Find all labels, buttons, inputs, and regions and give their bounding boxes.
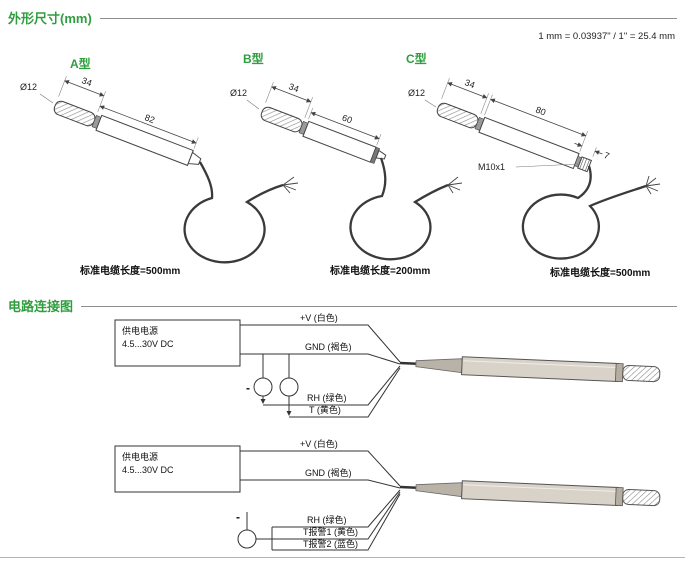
probe-c-body-group: 34 80 7	[436, 77, 611, 173]
probe-b-frayed-wires	[447, 176, 463, 194]
probe-c-cap-dim: 34	[463, 77, 476, 90]
probe-c-tip-dim: 7	[603, 150, 611, 161]
probe-a-cap-dim: 34	[80, 75, 93, 88]
wire-vplus-1	[240, 324, 401, 363]
wire-vplus-1-label: +V (白色)	[300, 312, 338, 323]
probe-c-frayed-wires	[645, 175, 661, 195]
header-rule	[81, 306, 677, 307]
probe-type-b-label: B型	[243, 51, 264, 66]
probe-a-drawing: Ø12 34 82 标准电缆长度=50	[20, 75, 299, 277]
circuit-section-title: 电路连接图	[8, 299, 74, 314]
probe-type-c-label: C型	[406, 51, 427, 66]
power-supply-1-voltage: 4.5...30V DC	[122, 339, 174, 349]
probe-b-body-group: 34 60	[260, 81, 387, 164]
wire-t-alarm2	[272, 493, 401, 551]
probe-c-tube	[478, 116, 580, 170]
probe-a-cable	[183, 161, 284, 264]
probe-b-cap-dim: 34	[287, 81, 300, 94]
minus-terminal-2: -	[236, 510, 240, 524]
unit-conversion-note: 1 mm = 0.03937" / 1" = 25.4 mm	[538, 31, 675, 42]
probe-a-cable-note: 标准电缆长度=500mm	[79, 264, 180, 277]
probe-c-drawing: Ø12 34 80 7	[408, 77, 661, 279]
probe-type-a-label: A型	[70, 56, 91, 71]
wire-t-1-label: T (黄色)	[309, 404, 341, 415]
probe-1-sensor-cap	[622, 364, 661, 383]
probe-b-sensor-cap	[260, 106, 303, 133]
wire-vplus-2	[240, 450, 401, 487]
wire-gnd-1-label: GND (褐色)	[305, 341, 352, 352]
probe-c-body-dim: 80	[534, 105, 547, 118]
probe-2-tube	[461, 480, 619, 507]
dimensions-section-title: 外形尺寸(mm)	[8, 11, 92, 26]
probe-b-body-dim: 60	[341, 113, 354, 126]
probe-a-diameter-leader	[39, 93, 54, 104]
page-bottom-rule	[0, 557, 685, 558]
meter-t	[279, 377, 299, 397]
probe-c-cable-note: 标准电缆长度=500mm	[549, 266, 650, 279]
probe-a-sensor-cap	[53, 100, 96, 127]
wire-rh-1-label: RH (绿色)	[307, 392, 347, 403]
wire-t-alarm2-label: T报警2 (蓝色)	[303, 538, 358, 549]
wire-rh-1	[263, 365, 401, 406]
power-supply-1-name: 供电电源	[122, 325, 158, 336]
wire-gnd-2-label: GND (褐色)	[305, 467, 352, 478]
wire-gnd-2	[240, 479, 401, 489]
probe-a-diameter-label: Ø12	[20, 82, 37, 92]
probe-c-cable	[521, 165, 647, 260]
probe-a-body-group: 34 82	[53, 75, 202, 167]
circuit-section-header: 电路连接图	[8, 296, 677, 315]
wire-rh-2	[272, 489, 401, 528]
probe-b-diameter-label: Ø12	[230, 88, 247, 98]
meter-rh	[253, 377, 273, 397]
circuit-diagram-2: 供电电源 4.5...30V DC +V (白色) GND (褐色) - RH …	[114, 438, 661, 551]
probe-c-diameter-leader	[424, 99, 437, 108]
minus-terminal-1: -	[246, 381, 250, 395]
probe-2-sensor-cap	[622, 488, 661, 507]
dimension-drawings: A型 B型 C型 Ø12 34 82	[20, 51, 661, 279]
probe-c-thread-label: M10x1	[478, 162, 505, 172]
wire-t-alarm1	[272, 491, 401, 540]
power-supply-2-name: 供电电源	[122, 451, 158, 462]
probe-c-diameter-label: Ø12	[408, 88, 425, 98]
probe-1-tube	[461, 356, 619, 383]
power-supply-box-2	[114, 445, 241, 493]
wire-rh-2-label: RH (绿色)	[307, 514, 347, 525]
probe-c-sensor-cap	[436, 102, 479, 129]
wire-vplus-2-label: +V (白色)	[300, 438, 338, 449]
probe-a-body-dim: 82	[143, 112, 156, 125]
probe-b-cable	[349, 157, 449, 261]
power-supply-box-1	[114, 319, 241, 367]
probe-c-thread-leader	[515, 163, 579, 168]
wire-t-alarm1-label: T报警1 (黄色)	[303, 526, 358, 537]
probe-b-drawing: Ø12 34 60	[230, 81, 463, 277]
header-rule	[99, 18, 677, 19]
circuit-diagram-1: 供电电源 4.5...30V DC +V (白色) GND (褐色) - RH …	[114, 312, 661, 418]
circuit-diagrams: 供电电源 4.5...30V DC +V (白色) GND (褐色) - RH …	[114, 312, 661, 551]
dimensions-section-header: 外形尺寸(mm)	[8, 8, 677, 27]
probe-b-tube	[302, 120, 377, 163]
probe-illustration-2	[399, 480, 661, 507]
probe-a-frayed-wires	[282, 176, 299, 194]
meter-2	[237, 529, 257, 549]
probe-illustration-1	[399, 356, 661, 383]
wire-gnd-1	[240, 353, 401, 365]
wire-t-1	[289, 367, 401, 418]
power-supply-2-voltage: 4.5...30V DC	[122, 465, 174, 475]
probe-b-cable-note: 标准电缆长度=200mm	[329, 264, 430, 277]
probe-b-diameter-leader	[246, 99, 260, 110]
